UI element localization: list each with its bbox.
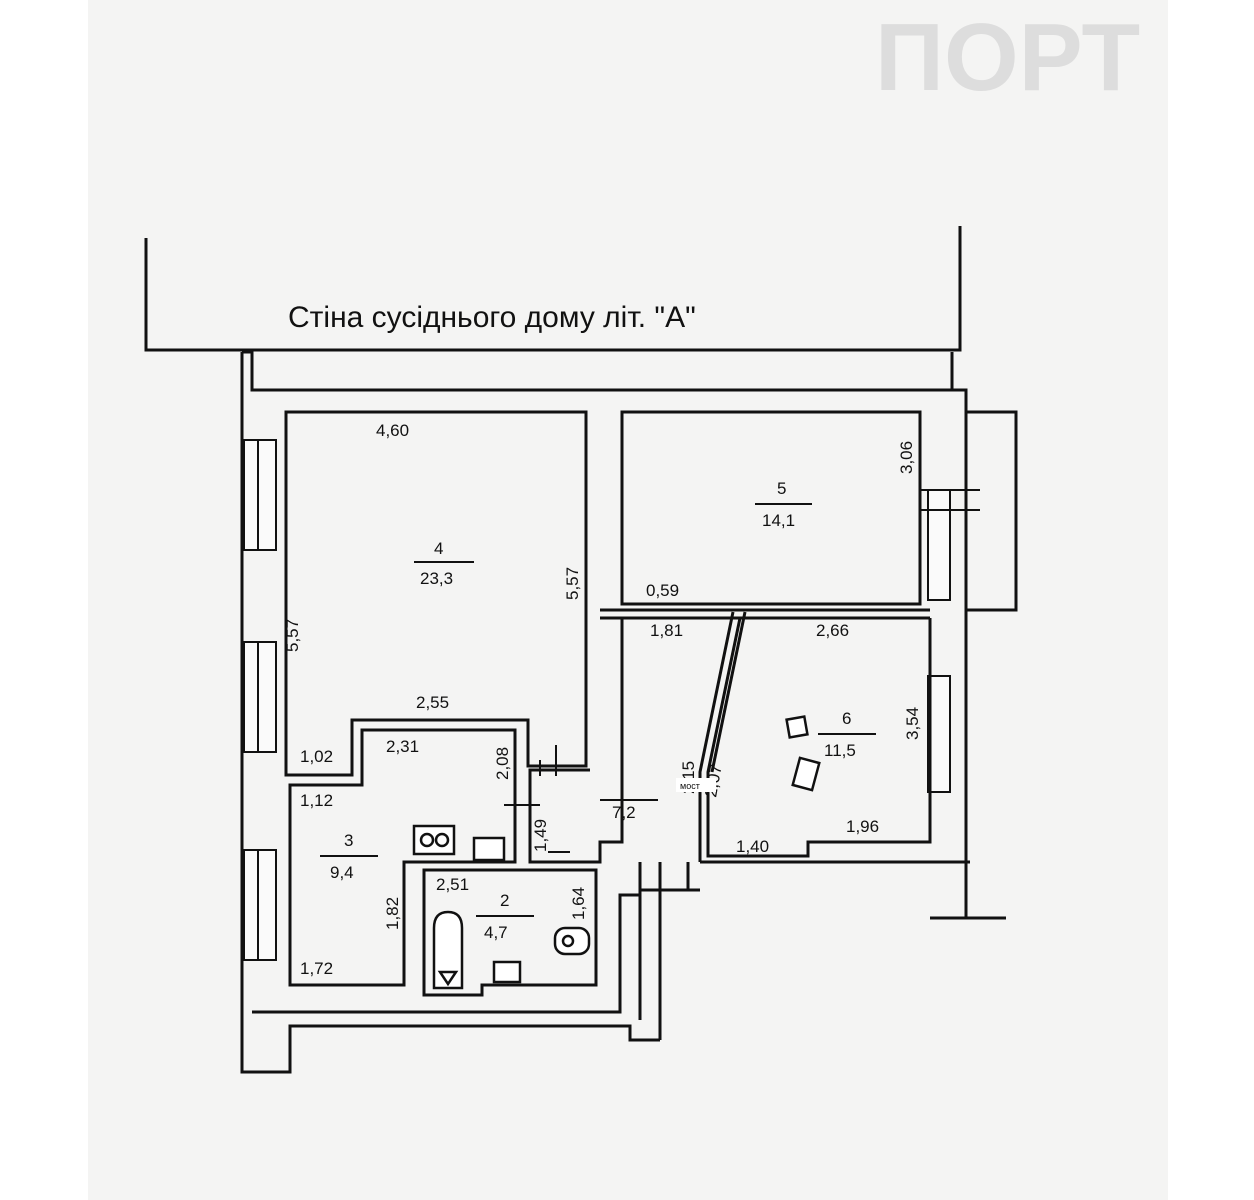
dim-102: 1,02 [300, 747, 333, 766]
dim-140: 1,40 [736, 837, 769, 856]
outer-wall-bottom [252, 893, 640, 1028]
lower-right-wall [638, 860, 970, 1040]
stove-burner-1 [419, 832, 435, 848]
room-4-outline [284, 410, 588, 777]
room-6-outline [706, 617, 932, 858]
outer-wall-right [930, 388, 1006, 920]
dim-182: 1,82 [383, 897, 402, 930]
neighbor-wall-outline [144, 226, 962, 352]
window-left-1 [243, 439, 277, 551]
dim-208: 2,08 [493, 747, 512, 780]
room-6-area: 11,5 [824, 741, 856, 760]
room-2-outline [422, 868, 598, 997]
corridor-outline [528, 618, 624, 864]
room-2-number: 2 [500, 891, 509, 910]
room-3-area: 9,4 [330, 863, 354, 882]
dim-196: 1,96 [846, 817, 879, 836]
room-5-outline [620, 410, 922, 606]
dim-354: 3,54 [903, 707, 922, 740]
neighbor-wall-label: Стіна сусіднього дому літ. "А" [288, 301, 696, 334]
sink-fixture [472, 836, 506, 862]
dim-172: 1,72 [300, 959, 333, 978]
dim-255: 2,55 [416, 693, 449, 712]
dim-room4-width: 4,60 [376, 421, 409, 440]
room-6-number: 6 [842, 709, 851, 728]
room-6-object-1 [785, 715, 809, 739]
dim-059: 0,59 [646, 581, 679, 600]
dim-181: 1,81 [650, 621, 683, 640]
room-4-number: 4 [434, 539, 443, 558]
bathtub-fixture [432, 910, 464, 990]
washbasin-fixture [492, 960, 522, 984]
window-right-2 [927, 675, 951, 793]
room-6-diagonal-wall [698, 611, 747, 862]
watermark-text: мост [680, 781, 700, 791]
bathtub-drain [437, 970, 459, 987]
paper-background [88, 0, 1168, 1200]
room-6-object-2 [791, 756, 821, 792]
window-right-1 [927, 489, 951, 601]
dim-164: 1,64 [569, 887, 588, 920]
dim-231: 2,31 [386, 737, 419, 756]
stove-burner-2 [434, 832, 450, 848]
document-header: ПОРТ [875, 4, 1140, 111]
room-5-number: 5 [777, 479, 786, 498]
dim-room5-height: 3,06 [897, 441, 916, 474]
dim-266: 2,66 [816, 621, 849, 640]
dim-149: 1,49 [531, 819, 550, 852]
room-3-number: 3 [344, 831, 353, 850]
room-4-area: 23,3 [420, 569, 453, 588]
right-bay [966, 410, 1018, 612]
window-left-2 [243, 641, 277, 753]
room-5-area: 14,1 [762, 511, 795, 530]
dim-room4-right: 5,57 [563, 567, 582, 600]
window-left-3 [243, 849, 277, 961]
room-3-outline [288, 728, 517, 987]
dim-112: 1,12 [300, 791, 333, 810]
partition-5-6 [600, 608, 930, 620]
watermark-box [676, 778, 716, 792]
room-2-area: 4,7 [484, 923, 508, 942]
toilet-bowl [561, 934, 575, 948]
dim-room4-left: 5,57 [283, 619, 302, 652]
dim-251: 2,51 [436, 875, 469, 894]
corridor-area: 7,2 [612, 803, 636, 822]
